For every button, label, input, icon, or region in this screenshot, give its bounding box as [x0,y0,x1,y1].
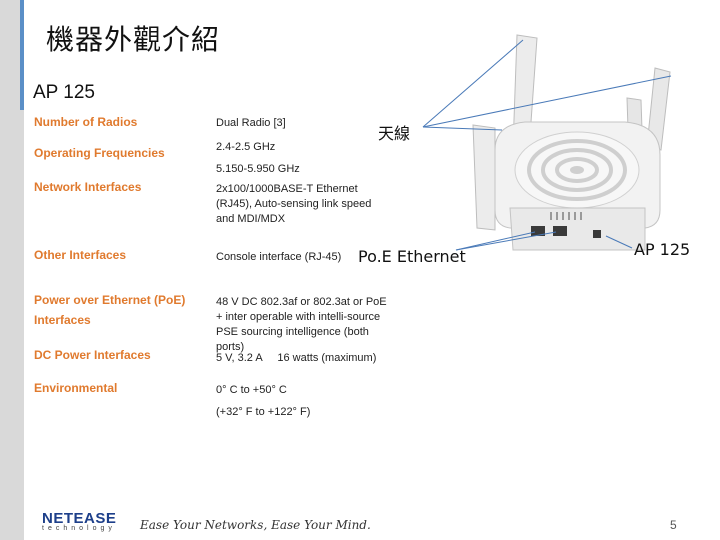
page-number: 5 [670,518,677,532]
spec-value-other: Console interface (RJ-45) [216,251,342,263]
callout-poe-ethernet: Po.E Ethernet [358,247,466,266]
spec-value-radios: Dual Radio [3] [216,117,286,129]
callout-antenna: 天線 [378,124,411,143]
netease-logo: NETEASE technology [42,510,116,532]
spec-value-frequency-24: 2.4-2.5 GHz [216,141,276,153]
slide-title: 機器外觀介紹 [46,23,221,56]
spec-label-radios: Number of Radios [34,115,138,129]
logo-subtext: technology [42,525,116,532]
spec-value-frequency-5: 5.150-5.950 GHz [216,163,300,175]
logo-text: NETEASE [42,510,117,527]
spec-label-other: Other Interfaces [34,248,127,262]
spec-label-dc: DC Power Interfaces [34,348,151,362]
access-point-image [472,34,671,251]
spec-value-network: 2x100/1000BASE-T Ethernet (RJ45), Auto-s… [216,183,372,225]
footer-slogan: Ease Your Networks, Ease Your Mind. [140,518,371,532]
spec-label-environmental: Environmental [34,381,118,395]
left-accent-strip [20,0,24,110]
spec-value-poe: 48 V DC 802.3af or 802.3at or PoE + inte… [216,296,387,353]
spec-value-temp-c: 0° C to +50° C [216,384,287,396]
spec-value-temp-f: (+32° F to +122° F) [216,406,311,418]
slide-subtitle: AP 125 [33,82,95,103]
spec-label-poe: Power over Ethernet (PoE) Interfaces [34,293,186,327]
spec-value-dc: 5 V, 3.2 A 16 watts (maximum) [216,352,377,364]
spec-label-frequencies: Operating Frequencies [34,146,165,160]
spec-label-network: Network Interfaces [34,180,142,194]
callout-model: AP 125 [634,240,691,259]
